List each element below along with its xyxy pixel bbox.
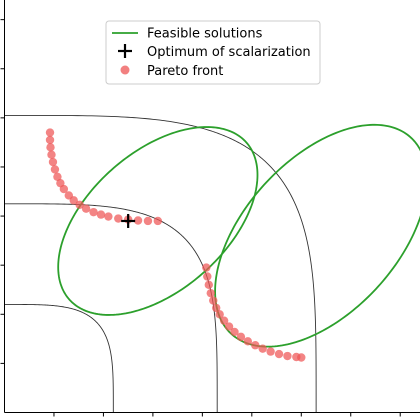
pareto-point: [215, 310, 224, 319]
legend-plus-swatch: [118, 44, 132, 58]
pareto-point: [230, 327, 239, 337]
pareto-point: [203, 272, 212, 281]
pareto-point: [133, 216, 143, 225]
pareto-point: [206, 288, 215, 298]
contour-line-2: [4, 304, 114, 413]
pareto-point: [153, 216, 163, 226]
legend: Feasible solutions Optimum of scalarizat…: [105, 20, 321, 85]
legend-box: [105, 20, 321, 85]
pareto-point: [48, 157, 58, 167]
pareto-point: [209, 296, 218, 305]
pareto-point: [224, 322, 234, 331]
pareto-point: [45, 128, 55, 137]
pareto-point: [47, 150, 56, 159]
legend-label-optimum: Optimum of scalarization: [147, 45, 311, 60]
pareto-point: [283, 351, 292, 361]
pareto-point: [89, 207, 98, 217]
pareto-point: [53, 172, 62, 181]
pareto-point: [212, 303, 221, 313]
legend-label-feasible: Feasible solutions: [147, 27, 263, 42]
pareto-point: [46, 143, 55, 152]
pareto-point: [69, 196, 78, 205]
pareto-point: [75, 200, 84, 209]
pareto-point: [266, 347, 275, 356]
pareto-point: [219, 316, 229, 325]
contour-line-1: [4, 114, 317, 413]
pareto-point: [96, 210, 106, 219]
pareto-point: [258, 344, 267, 353]
optimum-marker: [121, 213, 136, 228]
pareto-point: [50, 165, 60, 174]
legend-dot-swatch: [120, 65, 130, 75]
pareto-point: [202, 263, 211, 272]
pareto-point: [104, 212, 113, 221]
pareto-point: [81, 204, 91, 213]
pareto-point: [236, 332, 246, 342]
axis-ticks: [0, 19, 401, 417]
pareto-point: [114, 214, 123, 223]
pareto-point: [204, 280, 213, 290]
pareto-point: [297, 353, 306, 362]
pareto-point: [59, 184, 69, 194]
pareto-point: [45, 135, 55, 145]
legend-label-pareto: Pareto front: [147, 64, 223, 79]
pareto-point: [143, 216, 153, 226]
feasible-set-0: [57, 126, 259, 316]
pareto-point: [274, 349, 284, 359]
pareto-point: [243, 337, 253, 346]
pareto-point: [251, 341, 260, 350]
